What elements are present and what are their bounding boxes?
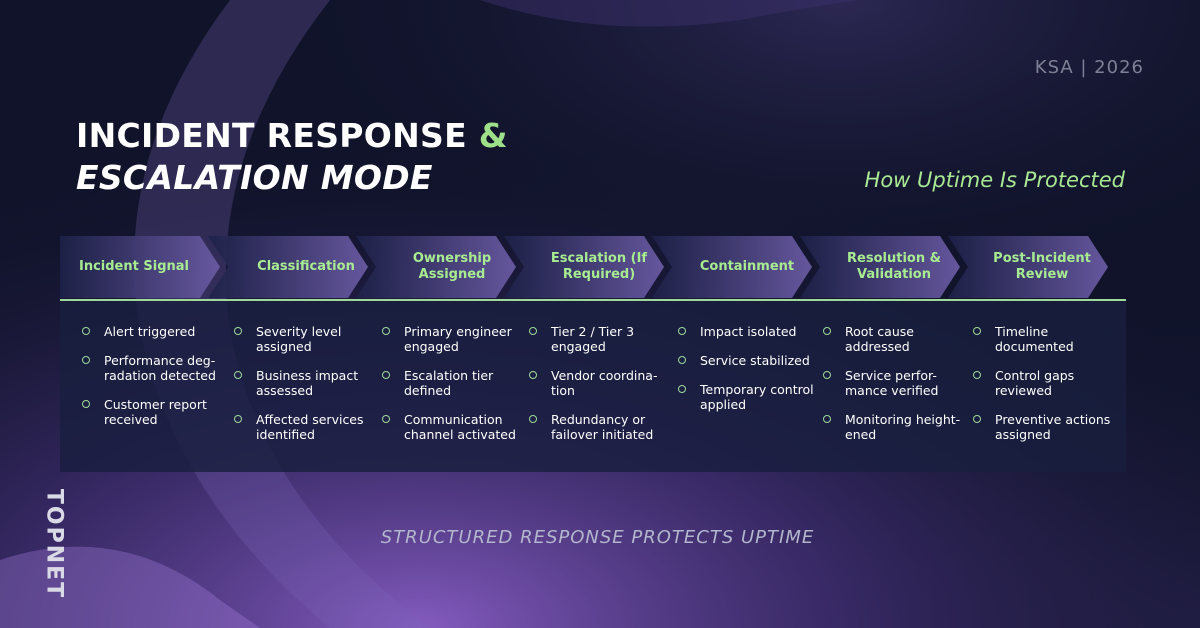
chevron-stage-4: [504, 236, 664, 298]
bullet-icon: [973, 415, 981, 423]
stage-label-resolution: Resolution & Validation: [847, 251, 941, 282]
stage-items-ownership: Primary engineer engaged Escalation tier…: [382, 324, 524, 456]
stage-items-post-incident: Timeline documented Control gaps reviewe…: [973, 324, 1123, 456]
bullet-icon: [82, 356, 90, 364]
chevron-stage-1: [60, 236, 220, 298]
bullet-icon: [382, 415, 390, 423]
bullet-icon: [823, 415, 831, 423]
brand-logo: TOPNET: [40, 486, 68, 602]
list-item: Primary engineer engaged: [382, 324, 524, 354]
list-item: Customer report received: [82, 397, 222, 427]
title-ampersand: &: [478, 116, 508, 155]
bullet-icon: [973, 327, 981, 335]
tagline: STRUCTURED RESPONSE PROTECTS UPTIME: [380, 527, 815, 548]
bullet-icon: [823, 327, 831, 335]
page-title: INCIDENT RESPONSE & ESCALATION MODE: [76, 115, 508, 199]
stage-label-ownership: Ownership Assigned: [412, 251, 492, 282]
bullet-icon: [529, 415, 537, 423]
title-line2: ESCALATION MODE: [76, 158, 433, 197]
list-item: Performance deg-radation detected: [82, 353, 222, 383]
list-item: Monitoring height-ened: [823, 412, 965, 442]
stage-items-containment: Impact isolated Service stabilized Tempo…: [678, 324, 820, 426]
list-item: Preventive actions assigned: [973, 412, 1123, 442]
stage-items-escalation: Tier 2 / Tier 3 engaged Vendor coordina-…: [529, 324, 667, 456]
bullet-icon: [529, 371, 537, 379]
bullet-icon: [678, 356, 686, 364]
list-item: Service stabilized: [678, 353, 820, 368]
bullet-icon: [678, 385, 686, 393]
chevron-stage-7: [948, 236, 1108, 298]
list-item: Control gaps reviewed: [973, 368, 1123, 398]
list-item: Temporary control applied: [678, 382, 820, 412]
subtitle: How Uptime Is Protected: [864, 168, 1125, 192]
list-item: Business impact assessed: [234, 368, 374, 398]
bullet-icon: [382, 371, 390, 379]
stage-label-classification: Classification: [257, 259, 355, 274]
list-item: Escalation tier defined: [382, 368, 524, 398]
bullet-icon: [234, 371, 242, 379]
divider-line: [60, 299, 1126, 301]
list-item: Vendor coordina-tion: [529, 368, 667, 398]
bullet-icon: [234, 415, 242, 423]
stage-items-incident-signal: Alert triggered Performance deg-radation…: [82, 324, 222, 441]
bullet-icon: [973, 371, 981, 379]
stage-items-resolution: Root cause addressed Service perfor-manc…: [823, 324, 965, 456]
bullet-icon: [82, 400, 90, 408]
chevron-stage-6: [800, 236, 960, 298]
list-item: Root cause addressed: [823, 324, 965, 354]
logo-text: TOPNET: [41, 488, 67, 600]
list-item: Alert triggered: [82, 324, 222, 339]
list-item: Communication channel activated: [382, 412, 524, 442]
chevron-stage-2: [208, 236, 368, 298]
chevron-arrows: [60, 236, 1108, 298]
bullet-icon: [82, 327, 90, 335]
bullet-icon: [823, 371, 831, 379]
list-item: Timeline documented: [973, 324, 1123, 354]
bullet-icon: [234, 327, 242, 335]
process-flow: Incident Signal Classification Ownership…: [60, 236, 1126, 472]
chevron-stage-5: [652, 236, 812, 298]
list-item: Service perfor-mance verified: [823, 368, 965, 398]
stage-label-escalation: Escalation (If Required): [550, 251, 648, 282]
stage-label-containment: Containment: [699, 259, 795, 274]
list-item: Redundancy or failover initiated: [529, 412, 667, 442]
stage-label-post-incident: Post-Incident Review: [993, 251, 1091, 282]
list-item: Affected services identified: [234, 412, 374, 442]
region-year: KSA | 2026: [1034, 57, 1144, 78]
stage-items-classification: Severity level assigned Business impact …: [234, 324, 374, 456]
bullet-icon: [678, 327, 686, 335]
stage-label-incident-signal: Incident Signal: [79, 259, 189, 274]
list-item: Severity level assigned: [234, 324, 374, 354]
list-item: Tier 2 / Tier 3 engaged: [529, 324, 667, 354]
list-item: Impact isolated: [678, 324, 820, 339]
bullet-icon: [382, 327, 390, 335]
chevron-stage-3: [356, 236, 516, 298]
bullet-icon: [529, 327, 537, 335]
title-line1: INCIDENT RESPONSE: [76, 116, 467, 155]
